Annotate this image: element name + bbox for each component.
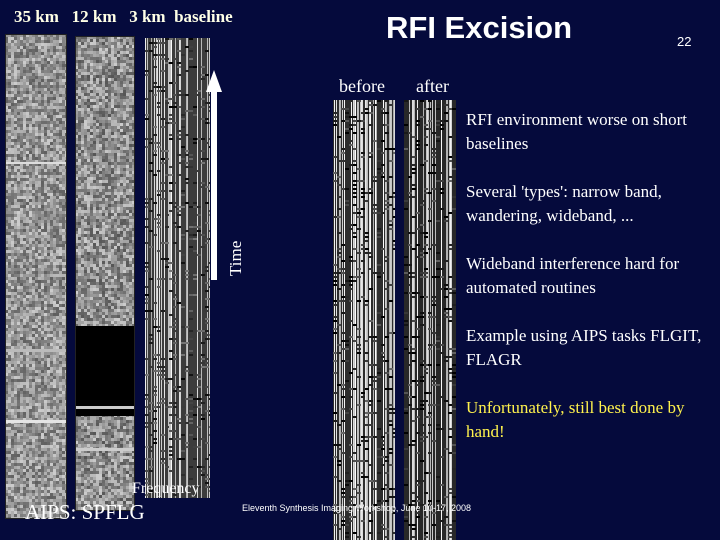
before-label: before	[339, 76, 385, 96]
slide-title: RFI Excision	[386, 10, 573, 45]
time-axis-label: Time	[226, 240, 245, 276]
slide-number: 22	[677, 34, 692, 49]
baseline-labels: 35 km 12 km 3 km baseline	[14, 7, 233, 26]
aips-spflg-label: AIPS: SPFLG	[25, 500, 145, 524]
bullet-rfi-types: Several 'types': narrow band, wandering,…	[466, 182, 662, 225]
time-arrow	[206, 70, 222, 280]
bullet-rfi-environment: RFI environment worse on short baselines	[466, 110, 687, 153]
panel-after	[404, 100, 456, 540]
footer-text: Eleventh Synthesis Imaging Workshop, Jun…	[242, 503, 471, 513]
panel-35km	[5, 34, 67, 519]
bullet-by-hand: Unfortunately, still best done by hand!	[466, 398, 685, 441]
bullet-aips-tasks: Example using AIPS tasks FLGIT, FLAGR	[466, 326, 702, 369]
panel-12km	[75, 36, 135, 511]
bullet-wideband: Wideband interference hard for automated…	[466, 254, 680, 297]
frequency-axis-label: Frequency	[132, 480, 200, 497]
panel-before	[333, 100, 395, 540]
after-label: after	[416, 76, 449, 96]
panel-3km	[145, 38, 210, 498]
